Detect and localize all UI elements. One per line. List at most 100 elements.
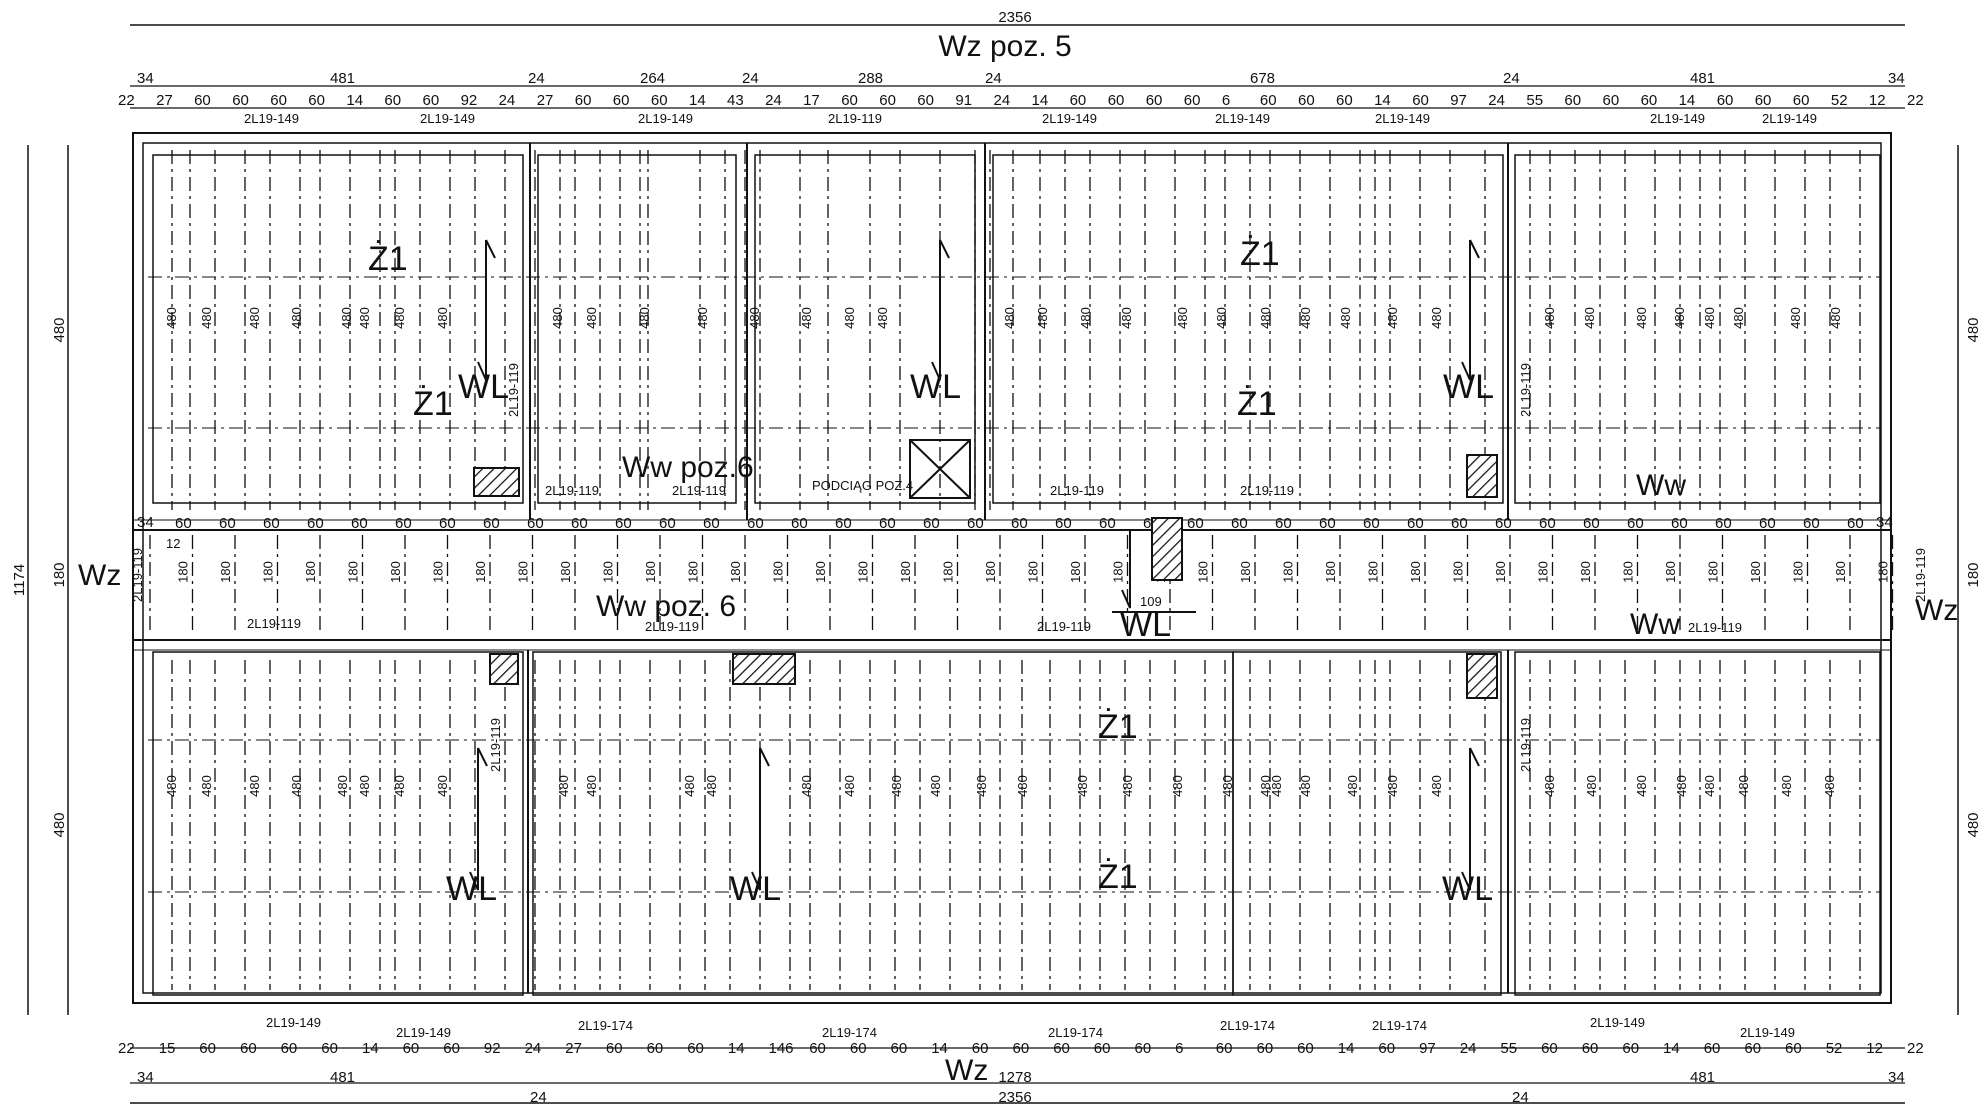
mid-beam-2: 2L19-119 [672,483,726,498]
corridor-joist-len-34: 180 [1536,561,1551,583]
top-joist-len-31: 480 [1672,307,1687,329]
bottom-detail-27: 6 [1175,1040,1183,1057]
bottom-joist-len-7: 480 [392,775,407,797]
top-joist-len-35: 480 [1828,307,1843,329]
corridor-beam-4: 2L19-119 [1688,620,1742,635]
top-detail-43: 60 [1717,92,1734,109]
top-detail-44: 60 [1755,92,1772,109]
top-detail-26: 60 [1070,92,1087,109]
corridor-60-37: 60 [1759,515,1776,532]
chimney-5 [732,653,796,685]
bottom-beam-5: 2L19-174 [1048,1025,1103,1040]
left-wall-label: Wz [78,559,121,592]
top-detail-1: 22 [118,92,135,109]
joists: 480 480 480 480 480 480 480 480 480 480 480 480 480 4… [164,150,1861,990]
top-joist-len-18: 480 [1035,307,1050,329]
top-joist-len-3: 480 [247,307,262,329]
room-6 [152,651,524,996]
corridor-60-3: 60 [263,515,280,532]
right-dim-2: 180 [1965,562,1982,587]
corridor-60-20: 60 [1011,515,1028,532]
bottom-detail-7: 14 [362,1040,379,1057]
corridor-joist-len-11: 180 [558,561,573,583]
vertical-beam-5: 2L19-119 [1913,548,1928,602]
top-joist-len-11: 480 [637,307,652,329]
room-2 [537,154,737,504]
bottom-joist-len-14: 480 [842,775,857,797]
bottom-detail-39: 14 [1663,1040,1680,1057]
corridor-joist-len-9: 180 [473,561,488,583]
corridor-60-6: 60 [395,515,412,532]
corridor-60-34: 60 [1627,515,1644,532]
corridor-60-8: 60 [483,515,500,532]
joist-label-7: WL [1442,870,1493,908]
top-detail-12: 27 [537,92,554,109]
bottom-detail-14: 60 [647,1040,664,1057]
left-dim-3: 480 [51,812,68,837]
corridor-joist-len-7: 180 [388,561,403,583]
top-joist-len-34: 480 [1788,307,1803,329]
top-joist-len-27: 480 [1429,307,1444,329]
joist-label-3: WL [1443,368,1494,406]
top-beam-7: 2L19-149 [1375,111,1430,126]
corridor-60-39: 60 [1847,515,1864,532]
corridor-60-1: 60 [175,515,192,532]
top-detail-25: 14 [1032,92,1049,109]
bottom-detail-43: 52 [1826,1040,1843,1057]
bottom-detail-25: 60 [1094,1040,1111,1057]
right-dim-1: 480 [1965,317,1982,342]
corridor-joist-len-18: 180 [856,561,871,583]
chimney-6 [1466,653,1498,699]
corridor-60-36: 60 [1715,515,1732,532]
corridor-60-38: 60 [1803,515,1820,532]
corridor-joist-len-6: 180 [346,561,361,583]
corridor-joist-len-40: 180 [1791,561,1806,583]
corridor-joist-len-39: 180 [1748,561,1763,583]
corridor-joist-len-36: 180 [1621,561,1636,583]
bottom-beam-4: 2L19-174 [822,1025,877,1040]
bottom-joist-len-15: 480 [889,775,904,797]
top-detail-30: 6 [1222,92,1230,109]
room-5 [1514,154,1881,504]
bottom-detail-2: 15 [159,1040,176,1057]
chimney-4 [489,653,519,685]
bottom-beam-9: 2L19-149 [1740,1025,1795,1040]
left-dim-2: 180 [51,562,68,587]
corridor-60-33: 60 [1583,515,1600,532]
bottom-seg-2: 481 [330,1069,355,1086]
slab-label-2: Ż1 [413,385,453,423]
corridor-joist-len-12: 180 [601,561,616,583]
bottom-detail-33: 97 [1419,1040,1436,1057]
bottom-joist-len-5: 480 [335,775,350,797]
corridor-joist-len-15: 180 [728,561,743,583]
ww-right-label-2: Ww [1630,608,1680,641]
corridor-joist-len-42: 180 [1876,561,1891,583]
top-detail-46: 52 [1831,92,1848,109]
top-beam-5: 2L19-149 [1042,111,1097,126]
corridor-60-32: 60 [1539,515,1556,532]
top-beam-8: 2L19-149 [1650,111,1705,126]
top-detail-41: 60 [1641,92,1658,109]
bottom-overall-dim: 2356 [998,1089,1031,1104]
bottom-joist-len-36: 480 [1822,775,1837,797]
top-detail-45: 60 [1793,92,1810,109]
top-detail-14: 60 [613,92,630,109]
corridor-joist-len-16: 180 [771,561,786,583]
top-joist-len-25: 480 [1338,307,1353,329]
top-joist-len-30: 480 [1634,307,1649,329]
top-joist-len-22: 480 [1214,307,1229,329]
bottom-joist-len-22: 480 [1220,775,1235,797]
top-detail-42: 14 [1679,92,1696,109]
bottom-joist-len-12: 480 [704,775,719,797]
top-detail-39: 60 [1564,92,1581,109]
right-dim-3: 480 [1965,812,1982,837]
bottom-joist-len-21: 480 [1170,775,1185,797]
bottom-detail-21: 14 [931,1040,948,1057]
top-detail-22: 60 [917,92,934,109]
bottom-detail-19: 60 [850,1040,867,1057]
right-wall-label: Wz [1915,594,1958,627]
bottom-detail-3: 60 [199,1040,216,1057]
top-detail-47: 12 [1869,92,1886,109]
